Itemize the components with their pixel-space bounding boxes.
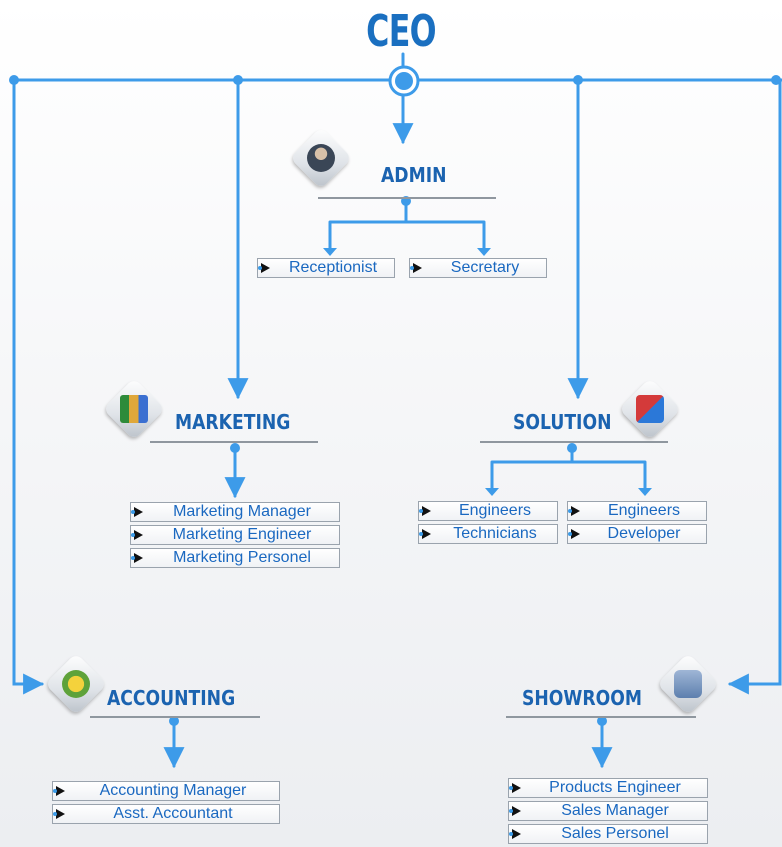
showroom-label: SHOWROOM <box>522 686 642 710</box>
solution-underline <box>480 441 668 443</box>
admin-role: Receptionist <box>257 258 395 278</box>
ceo-title: CEO <box>366 6 436 57</box>
junction-dot <box>567 443 577 453</box>
solution-label: SOLUTION <box>513 410 612 434</box>
bullet-icon <box>568 529 580 539</box>
bullet-icon <box>53 809 65 819</box>
bullet-icon <box>131 530 143 540</box>
bullet-icon <box>509 806 521 816</box>
accounting-label: ACCOUNTING <box>107 686 236 710</box>
solution-role: Developer <box>567 524 707 544</box>
junction-dot <box>771 75 781 85</box>
showroom-connector <box>727 78 782 695</box>
junction-dot <box>9 75 19 85</box>
bullet-icon <box>419 529 431 539</box>
showroom-underline <box>506 716 696 718</box>
bullet-icon <box>131 553 143 563</box>
solution-role: Engineers <box>418 501 558 521</box>
accounting-connector <box>12 78 45 695</box>
solution-role: Engineers <box>567 501 707 521</box>
admin-label: ADMIN <box>381 163 447 187</box>
admin-left-arrowhead <box>323 248 337 256</box>
admin-right-arrowhead <box>477 248 491 256</box>
showroom-role: Products Engineer <box>508 778 708 798</box>
marketing-role: Marketing Engineer <box>130 525 340 545</box>
solution-role: Technicians <box>418 524 558 544</box>
admin-split-lines <box>328 198 486 250</box>
admin-underline <box>318 197 496 199</box>
bullet-icon <box>568 506 580 516</box>
showroom-role: Sales Manager <box>508 801 708 821</box>
bullet-icon <box>410 263 422 273</box>
marketing-label: MARKETING <box>175 410 291 434</box>
marketing-role: Marketing Personel <box>130 548 340 568</box>
junction-dot <box>169 716 179 726</box>
ceo-hub-dot <box>395 72 413 90</box>
marketing-role: Marketing Manager <box>130 502 340 522</box>
junction-dot <box>597 716 607 726</box>
admin-role: Secretary <box>409 258 547 278</box>
solution-left-arrowhead <box>485 488 499 496</box>
junction-dot <box>230 443 240 453</box>
marketing-underline <box>150 441 318 443</box>
bullet-icon <box>131 507 143 517</box>
solution-right-arrowhead <box>638 488 652 496</box>
bullet-icon <box>258 263 270 273</box>
accounting-role: Asst. Accountant <box>52 804 280 824</box>
junction-dot <box>573 75 583 85</box>
showroom-role: Sales Personel <box>508 824 708 844</box>
accounting-role: Accounting Manager <box>52 781 280 801</box>
solution-split-lines <box>490 446 647 490</box>
accounting-underline <box>90 716 260 718</box>
bullet-icon <box>419 506 431 516</box>
bullet-icon <box>53 786 65 796</box>
bullet-icon <box>509 829 521 839</box>
junction-dot <box>233 75 243 85</box>
bullet-icon <box>509 783 521 793</box>
